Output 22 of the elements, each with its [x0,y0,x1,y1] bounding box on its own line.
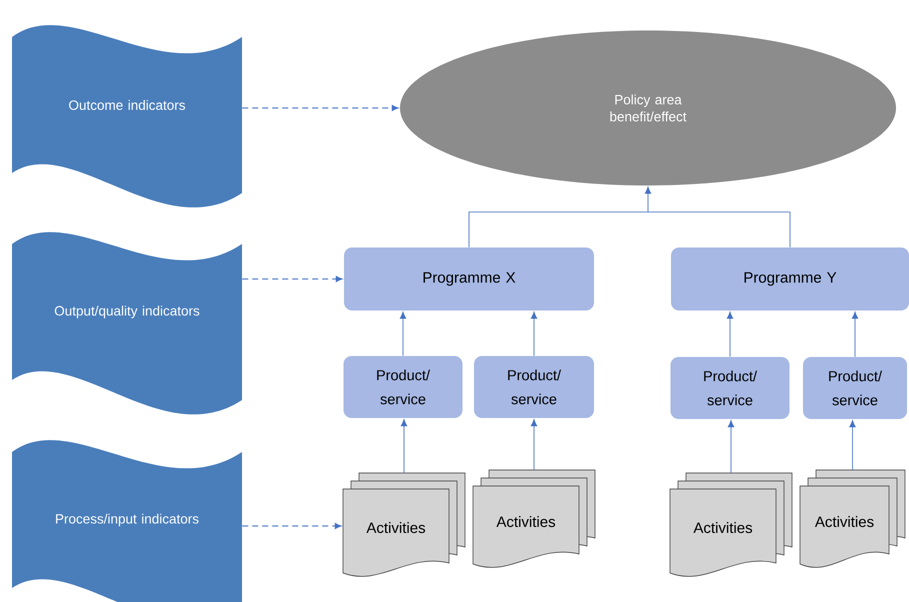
activities-stack: Activities [472,470,596,568]
arrow [242,523,342,529]
product-box: Product/ service [474,356,594,418]
arrow [400,312,406,356]
product-box: Product/ service [344,356,462,418]
arrow [242,104,398,111]
programme-box: Programme Y [671,248,909,310]
arrow [726,312,734,358]
activities-stack: Activities [670,472,792,577]
arrow [400,419,408,474]
activities-stack: Activities [342,472,466,577]
product-box: Product/ service [803,357,908,419]
arrow [530,419,538,470]
programme-box: Programme X [344,248,594,310]
arrow [468,186,790,248]
arrow [242,276,342,282]
arrow [530,312,538,356]
product-box: Product/ service [670,357,790,419]
arrow [852,312,858,358]
arrow [849,420,856,470]
activities-stack: Activities [800,470,906,568]
arrow [728,420,734,474]
